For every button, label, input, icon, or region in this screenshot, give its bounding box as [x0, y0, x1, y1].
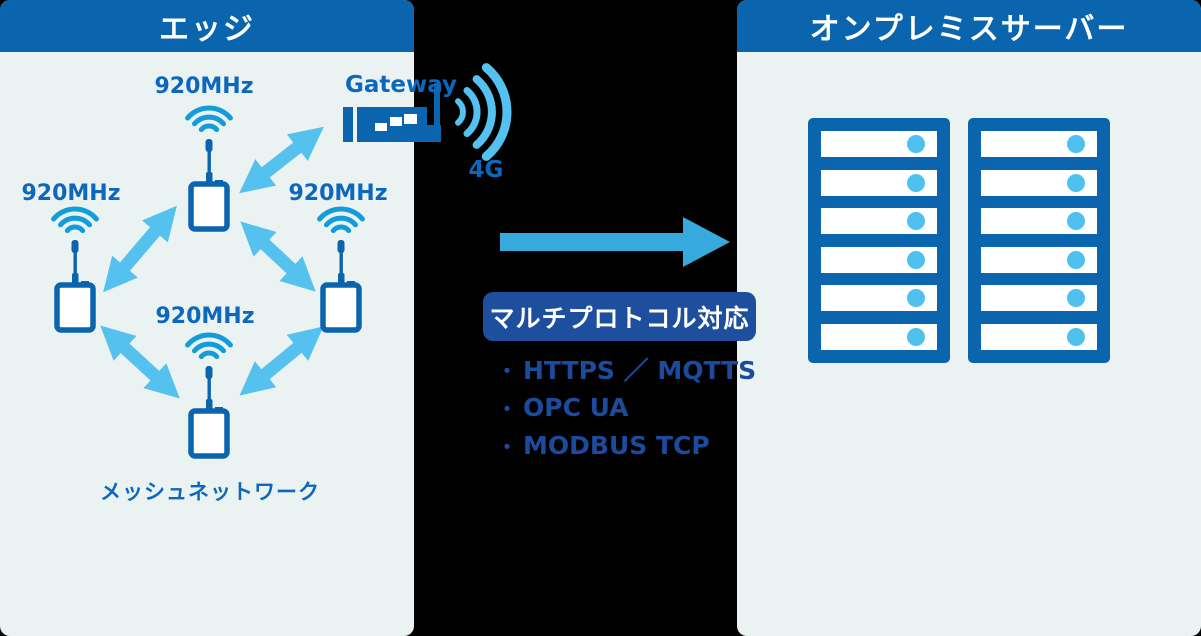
led-indicator-icon — [1067, 135, 1085, 153]
server-unit — [981, 131, 1097, 157]
led-indicator-icon — [907, 289, 925, 308]
server-unit — [981, 169, 1097, 196]
4g-signal-waves-icon — [455, 63, 512, 161]
led-indicator-icon — [907, 212, 925, 231]
protocol-item-modbus-tcp: ・ MODBUS TCP — [497, 426, 767, 464]
4g-label: 4G — [468, 157, 504, 183]
server-unit — [981, 323, 1097, 350]
mesh-arrow-left-bottom — [100, 325, 180, 399]
mesh-network-caption: メッシュネットワーク — [100, 480, 320, 504]
gateway-label: Gateway — [345, 72, 458, 98]
led-indicator-icon — [1067, 250, 1085, 269]
server-rack — [968, 118, 1110, 363]
edge-panel: エッジ — [0, 0, 414, 636]
wireless-device-left-icon — [54, 209, 97, 330]
protocol-item-label: OPC UA — [523, 392, 629, 422]
wireless-device-top-icon — [188, 108, 231, 229]
server-rack — [808, 118, 950, 363]
multi-protocol-badge: マルチプロトコル対応 — [483, 292, 756, 341]
server-unit — [821, 246, 937, 273]
freq-label-top: 920MHz — [154, 74, 254, 99]
on-premise-panel: オンプレミスサーバー — [737, 0, 1201, 636]
freq-label-left: 920MHz — [21, 181, 121, 206]
led-indicator-icon — [1067, 212, 1085, 231]
mesh-arrow-left-top — [103, 205, 177, 293]
edge-panel-header: エッジ — [0, 0, 414, 52]
edge-panel-title: エッジ — [159, 12, 255, 47]
led-indicator-icon — [907, 250, 925, 269]
server-unit — [981, 285, 1097, 312]
protocol-item-label: HTTPS ／ MQTTS — [523, 356, 757, 385]
bullet-icon: ・ — [497, 396, 517, 421]
protocol-item-https-mqtts: ・ HTTPS ／ MQTTS — [497, 350, 767, 388]
mesh-link-arrows — [100, 126, 324, 399]
led-indicator-icon — [907, 135, 925, 153]
led-indicator-icon — [907, 173, 925, 192]
mesh-arrow-top-right — [240, 221, 316, 292]
led-indicator-icon — [1067, 289, 1085, 308]
gateway-icon — [343, 63, 512, 161]
mesh-network-diagram — [0, 0, 414, 636]
multi-protocol-badge-label: マルチプロトコル対応 — [489, 303, 750, 333]
server-unit — [981, 246, 1097, 273]
led-indicator-icon — [1067, 327, 1085, 346]
bullet-icon: ・ — [497, 434, 517, 459]
server-racks — [808, 118, 1110, 363]
mesh-arrow-top-gateway — [239, 126, 324, 194]
server-unit — [821, 169, 937, 196]
freq-label-right: 920MHz — [288, 181, 388, 206]
led-indicator-icon — [907, 327, 925, 346]
server-unit — [821, 208, 937, 235]
wireless-device-bottom-icon — [188, 335, 231, 456]
on-premise-panel-header: オンプレミスサーバー — [737, 0, 1201, 52]
on-premise-panel-title: オンプレミスサーバー — [809, 12, 1129, 47]
protocol-item-label: MODBUS TCP — [523, 430, 710, 460]
freq-label-bottom: 920MHz — [155, 304, 255, 329]
server-unit — [821, 285, 937, 312]
server-unit — [821, 131, 937, 157]
server-unit — [981, 208, 1097, 235]
mesh-arrow-bottom-right — [239, 326, 324, 396]
server-unit — [821, 323, 937, 350]
wireless-device-right-icon — [320, 209, 363, 330]
flow-arrow-icon — [500, 217, 730, 267]
led-indicator-icon — [1067, 173, 1085, 192]
protocol-item-opc-ua: ・ OPC UA — [497, 388, 767, 426]
protocol-list: ・ HTTPS ／ MQTTS ・ OPC UA ・ MODBUS TCP — [497, 350, 767, 464]
bullet-icon: ・ — [497, 358, 517, 383]
